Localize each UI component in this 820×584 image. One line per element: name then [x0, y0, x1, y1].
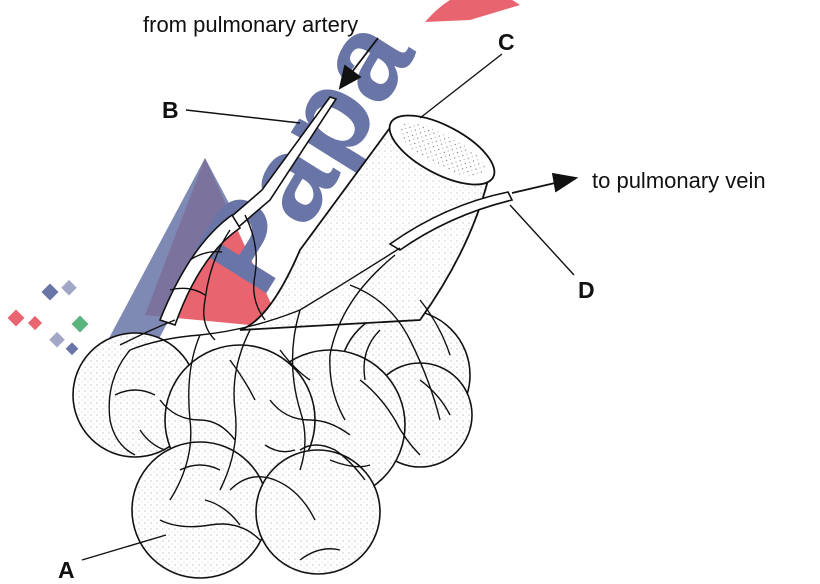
watermark-tile — [49, 332, 65, 348]
watermark-tile — [28, 316, 42, 330]
alveolar-sacs — [73, 310, 472, 578]
watermark-tile — [61, 280, 77, 296]
caption-from-pulmonary-artery: from pulmonary artery — [143, 12, 358, 37]
label-b: B — [162, 97, 179, 123]
watermark-tile — [42, 284, 59, 301]
arrow-out-line — [512, 183, 555, 193]
caption-to-pulmonary-vein: to pulmonary vein — [592, 168, 766, 193]
label-c: C — [498, 29, 515, 55]
arrow-out-head — [553, 174, 576, 191]
watermark-tile — [8, 310, 25, 327]
watermark-tile — [66, 342, 79, 355]
watermark-tile — [72, 316, 89, 333]
watermark-red-arc — [425, 0, 520, 22]
label-d: D — [578, 277, 595, 303]
label-a: A — [58, 557, 75, 583]
leader-line-d — [510, 205, 574, 275]
